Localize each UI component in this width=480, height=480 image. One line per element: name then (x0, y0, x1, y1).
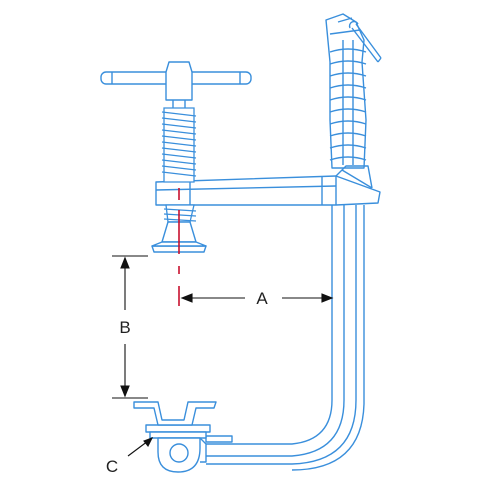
lower-jaw (133, 401, 233, 473)
dimension-b (112, 255, 148, 399)
screw-thread (161, 107, 197, 223)
pin (348, 20, 382, 63)
bar (206, 205, 365, 471)
leader-c (127, 436, 154, 457)
label-c: C (106, 457, 118, 476)
label-a: A (256, 289, 268, 308)
label-b: B (119, 318, 130, 337)
screw-handle (100, 61, 252, 108)
spring-coil (329, 48, 367, 161)
upper-jaw (155, 165, 381, 206)
dimension-a (180, 293, 334, 303)
spring-handle (325, 13, 382, 169)
